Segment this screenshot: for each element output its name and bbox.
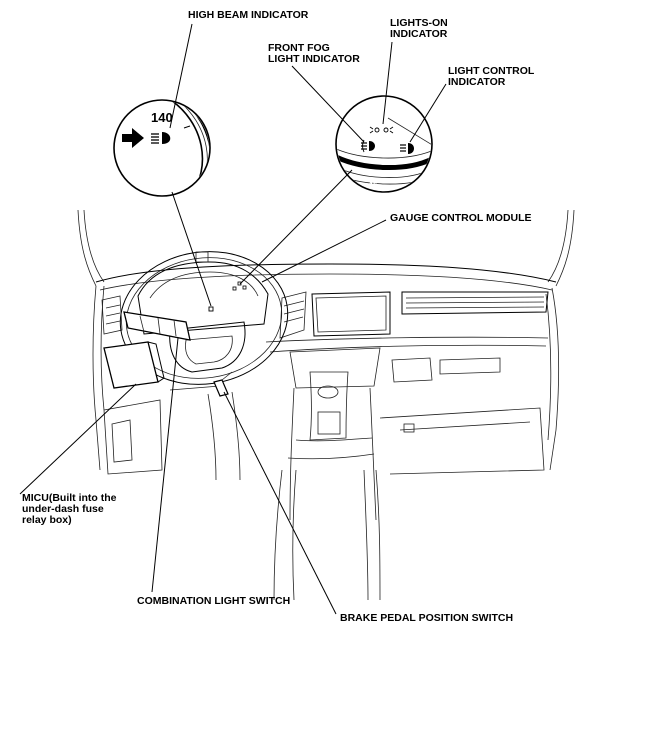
brake-pedal-position-switch-label: BRAKE PEDAL POSITION SWITCH <box>340 612 514 624</box>
dashboard-outline <box>77 209 575 601</box>
combination-light-switch-label: COMBINATION LIGHT SWITCH <box>137 595 291 607</box>
gauge-speed-value: 45 <box>368 180 378 190</box>
light-control-location-marker <box>242 285 247 290</box>
high-beam-speed-tick: 140 <box>151 110 173 125</box>
combination-light-switch <box>123 311 191 341</box>
lights-on-label-line1: LIGHTS-ON <box>390 17 448 29</box>
lights-on-icon <box>369 126 394 134</box>
micu-label-line2: under-dash fuse <box>22 503 104 515</box>
light-control-icon <box>400 143 414 154</box>
high-beam-indicator-label: HIGH BEAM INDICATOR <box>188 9 309 21</box>
light-control-label-line2: INDICATOR <box>448 76 506 88</box>
gauge-speed-unit: mps <box>380 184 393 190</box>
leader-lines <box>19 23 447 615</box>
indicator-detail-circle: 45 mps <box>335 95 433 193</box>
arrow-right-icon <box>122 128 144 148</box>
micu-label: MICU(Built into the under-dash fuse rela… <box>22 493 116 526</box>
light-control-label-line1: LIGHT CONTROL <box>448 65 535 77</box>
micu-label-line3: relay box) <box>22 514 72 526</box>
front-fog-label-line2: LIGHT INDICATOR <box>268 53 360 65</box>
light-control-indicator-label: LIGHT CONTROL INDICATOR <box>448 66 534 88</box>
lights-on-label-line2: INDICATOR <box>390 28 448 40</box>
high-beam-location-marker <box>208 306 214 312</box>
lights-on-indicator-label: LIGHTS-ON INDICATOR <box>390 18 448 40</box>
high-beam-detail-circle: 140 <box>113 99 211 197</box>
micu-box <box>103 341 165 389</box>
fog-location-marker <box>232 286 237 291</box>
front-fog-light-indicator-label: FRONT FOG LIGHT INDICATOR <box>268 43 360 65</box>
front-fog-label-line1: FRONT FOG <box>268 42 330 54</box>
micu-label-line1: MICU(Built into the <box>22 492 117 504</box>
steering-wheel <box>119 251 289 385</box>
gauge-control-module-label: GAUGE CONTROL MODULE <box>390 212 532 224</box>
high-beam-icon <box>151 132 171 144</box>
